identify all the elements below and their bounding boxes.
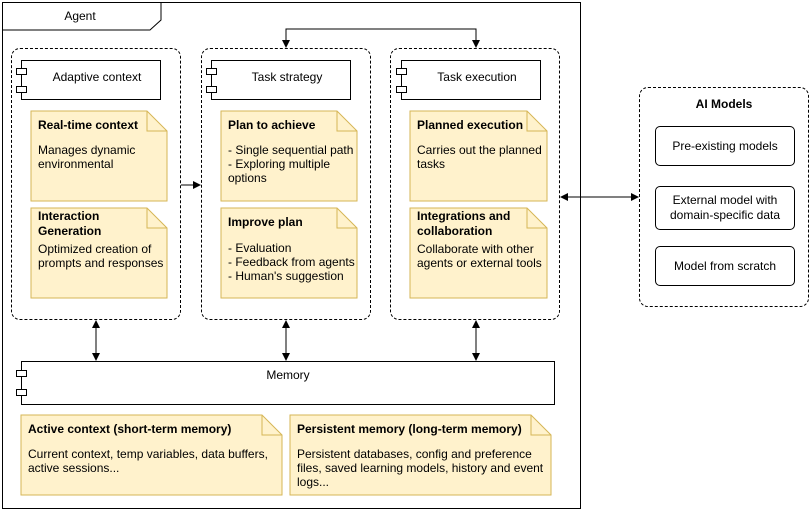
note-line: files, saved learning models, history an… [297,461,544,475]
agent-frame [2,2,581,509]
component-icon [206,68,217,75]
note-line: Optimized creation of [38,242,152,256]
component-icon [206,86,217,93]
note-line: Carries out the planned [417,143,542,157]
adaptive-context-title: Adaptive context [52,70,142,84]
note-title: Interaction [38,209,100,223]
model-label: Pre-existing models [672,138,778,153]
model-pre-existing: Pre-existing models [655,126,795,166]
task-execution-title: Task execution [437,70,517,84]
model-external: External model with domain-specific data [655,186,795,230]
note-title: Generation [38,224,102,238]
task-execution-group [390,48,560,320]
interaction-generation-note: Interaction Generation Optimized creatio… [31,208,167,298]
adaptive-context-component: Adaptive context [16,60,161,100]
ai-models-group [639,87,809,307]
component-icon [16,370,27,377]
persistent-memory-note: Persistent memory (long-term memory) Per… [290,415,551,495]
note-line: logs... [297,475,330,489]
agent-label: Agent [64,9,96,23]
note-line: prompts and responses [38,256,164,270]
strategy-execution-connector [282,28,480,48]
improve-plan-note: Improve plan - Evaluation - Feedback fro… [221,208,357,298]
component-icon [16,86,27,93]
task-strategy-group [201,48,371,320]
task-strategy-component: Task strategy [206,60,351,100]
task-strategy-title: Task strategy [251,70,323,84]
component-icon [396,68,407,75]
note-title: collaboration [417,224,493,238]
note-title: Plan to achieve [228,118,316,132]
note-title: Integrations and [417,209,511,223]
note-line: - Single sequential path [228,143,354,157]
note-line: Manages dynamic [38,143,136,157]
model-from-scratch: Model from scratch [655,246,795,286]
note-line: Collaborate with other [417,242,534,256]
model-label: External model with [672,193,778,207]
note-line: - Human's suggestion [228,269,344,283]
note-title: Persistent memory (long-term memory) [297,422,522,436]
note-line: environmental [38,157,114,171]
memory-component: Memory [16,361,555,405]
note-title: Planned execution [417,118,524,132]
note-title: Active context (short-term memory) [28,422,232,436]
note-line: - Evaluation [228,241,292,255]
model-label: domain-specific data [669,208,781,222]
note-line: tasks [417,157,446,171]
note-line: agents or external tools [417,256,542,270]
note-line: Current context, temp variables, data bu… [28,447,268,461]
memory-title: Memory [266,368,310,382]
task-execution-component: Task execution [396,60,541,100]
note-title: Improve plan [228,215,303,229]
component-icon [16,68,27,75]
active-context-note: Active context (short-term memory) Curre… [21,415,282,495]
note-title: Real-time context [38,118,139,132]
note-line: active sessions... [28,461,120,475]
component-icon [16,389,27,396]
model-label: Model from scratch [673,258,777,273]
note-line: options [228,171,267,185]
component-icon [396,86,407,93]
note-line: Persistent databases, config and prefere… [297,447,532,461]
plan-to-achieve-note: Plan to achieve - Single sequential path… [221,111,357,201]
ai-models-title: AI Models [695,97,753,111]
realtime-context-note: Real-time context Manages dynamic enviro… [31,111,167,201]
planned-execution-note: Planned execution Carries out the planne… [410,111,547,201]
integrations-note: Integrations and collaboration Collabora… [410,208,547,298]
adaptive-context-group [11,48,181,320]
note-line: - Exploring multiple [228,157,331,171]
note-line: - Feedback from agents [228,255,355,269]
